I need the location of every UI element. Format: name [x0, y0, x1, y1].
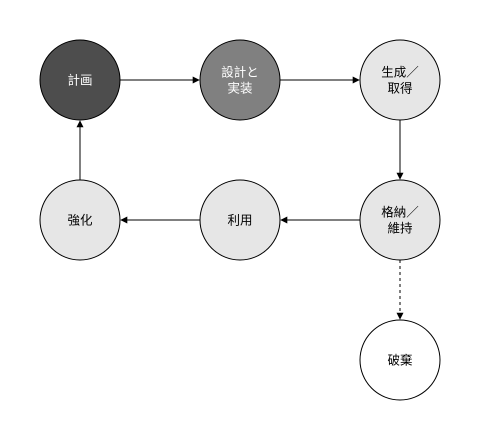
node-label-design-line-2: 実装 [227, 81, 252, 96]
edges-layer [76, 76, 404, 320]
node-circle-plan [39, 39, 121, 121]
node-label-use-line-1: 利用 [227, 213, 252, 228]
node-acquire: 生成／取得 [359, 39, 441, 121]
node-circle-dispose [359, 319, 441, 401]
node-enhance: 強化 [39, 179, 121, 261]
node-label-dispose-line-1: 破棄 [387, 353, 413, 368]
node-label-design-line-1: 設計と [221, 65, 259, 80]
node-use: 利用 [199, 179, 281, 261]
node-circle-acquire [359, 39, 441, 121]
node-circle-design [199, 39, 281, 121]
node-dispose: 破棄 [359, 319, 441, 401]
node-label-acquire-line-1: 生成／ [381, 65, 419, 80]
node-plan: 計画 [39, 39, 121, 121]
node-label-acquire-line-2: 取得 [387, 81, 412, 96]
node-store: 格納／維持 [359, 179, 441, 261]
node-circle-use [199, 179, 281, 261]
node-circle-store [359, 179, 441, 261]
node-label-enhance-line-1: 強化 [67, 213, 93, 228]
node-label-store-line-2: 維持 [387, 221, 412, 236]
node-circle-enhance [39, 179, 121, 261]
node-label-store-line-1: 格納／ [381, 205, 419, 220]
node-label-plan-line-1: 計画 [67, 73, 92, 88]
